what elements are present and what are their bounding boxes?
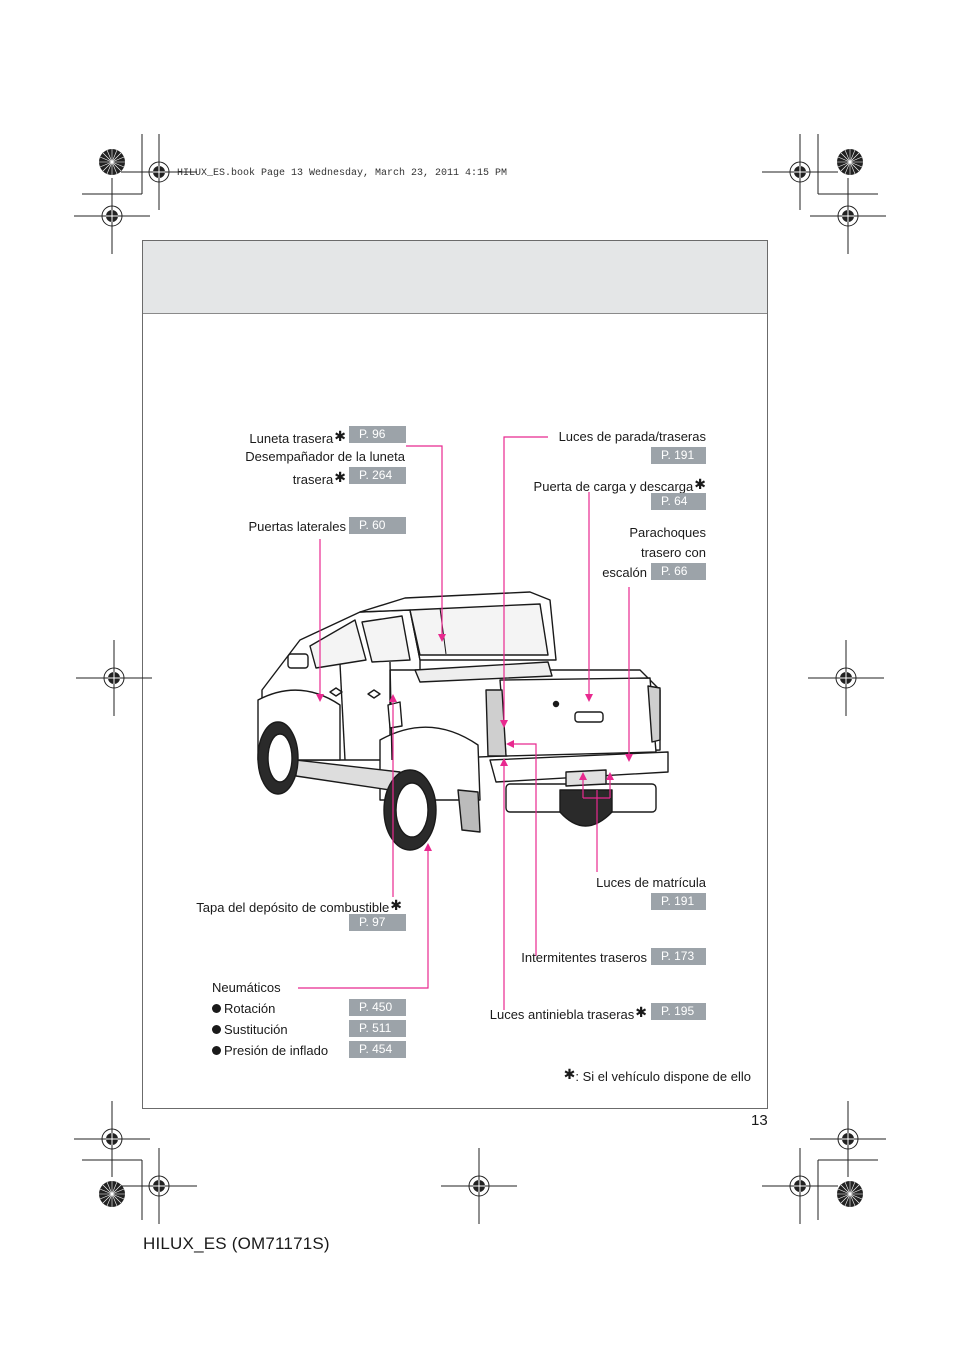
page-ref-intermitentes[interactable]: P. 173 xyxy=(651,948,706,965)
label-puerta-carga: Puerta de carga y descarga✱ xyxy=(533,476,706,494)
page-ref-luces-parada[interactable]: P. 191 xyxy=(651,447,706,464)
callout-arrowheads xyxy=(316,634,633,851)
asterisk-icon: ✱ xyxy=(390,897,402,913)
label-parachoques-line1: Parachoques xyxy=(629,525,706,540)
label-luces-parada: Luces de parada/traseras xyxy=(558,429,706,444)
asterisk-icon: ✱ xyxy=(694,476,706,492)
bullet-icon xyxy=(212,1004,221,1013)
callout-lines xyxy=(298,436,630,1010)
book-header-line: HILUX_ES.book Page 13 Wednesday, March 2… xyxy=(177,168,508,179)
label-luces-antiniebla: Luces antiniebla traseras✱ xyxy=(489,1004,647,1022)
truck-illustration xyxy=(257,591,669,851)
page-ref-luces-matricula[interactable]: P. 191 xyxy=(651,893,706,910)
label-neumaticos: Neumáticos xyxy=(212,980,281,995)
page-ref-luneta[interactable]: P. 96 xyxy=(349,426,406,443)
asterisk-icon: ✱ xyxy=(334,469,346,485)
footnote-asterisk: ✱: Si el vehículo dispone de ello xyxy=(563,1066,751,1084)
page-ref-puerta-carga[interactable]: P. 64 xyxy=(651,493,706,510)
page-ref-presion[interactable]: P. 454 xyxy=(349,1041,406,1058)
asterisk-icon: ✱ xyxy=(563,1066,576,1082)
page-ref-antiniebla[interactable]: P. 195 xyxy=(651,1003,706,1020)
page-ref-parachoques[interactable]: P. 66 xyxy=(651,563,706,580)
label-desempanador-line1: Desempañador de la luneta xyxy=(245,449,405,464)
label-luces-matricula: Luces de matrícula xyxy=(596,875,706,890)
asterisk-icon: ✱ xyxy=(334,428,346,444)
page-ref-tapa[interactable]: P. 97 xyxy=(349,914,406,931)
list-item-sustitucion: Sustitución xyxy=(212,1022,288,1038)
page-ref-puertas[interactable]: P. 60 xyxy=(349,517,406,534)
label-puertas-laterales: Puertas laterales xyxy=(248,519,346,534)
page-ref-sustitucion[interactable]: P. 511 xyxy=(349,1020,406,1037)
content-frame xyxy=(142,240,768,1109)
label-desempanador-line2: trasera✱ xyxy=(292,469,346,487)
footer-model-code: HILUX_ES (OM71171S) xyxy=(143,1234,330,1253)
label-parachoques-line3: escalón xyxy=(602,565,647,580)
label-luneta-trasera: Luneta trasera✱ xyxy=(249,428,346,446)
label-tapa-deposito: Tapa del depósito de combustible✱ xyxy=(196,897,402,915)
list-item-presion: Presión de inflado xyxy=(212,1043,328,1059)
page-number: 13 xyxy=(751,1112,768,1129)
list-item-rotacion: Rotación xyxy=(212,1001,275,1017)
header-band xyxy=(143,241,767,314)
label-parachoques-line2: trasero con xyxy=(640,545,706,560)
page-ref-rotacion[interactable]: P. 450 xyxy=(349,999,406,1016)
bullet-icon xyxy=(212,1025,221,1034)
asterisk-icon: ✱ xyxy=(635,1004,647,1020)
page-ref-desempanador[interactable]: P. 264 xyxy=(349,467,406,484)
bullet-icon xyxy=(212,1046,221,1055)
label-intermitentes: Intermitentes traseros xyxy=(521,950,647,965)
